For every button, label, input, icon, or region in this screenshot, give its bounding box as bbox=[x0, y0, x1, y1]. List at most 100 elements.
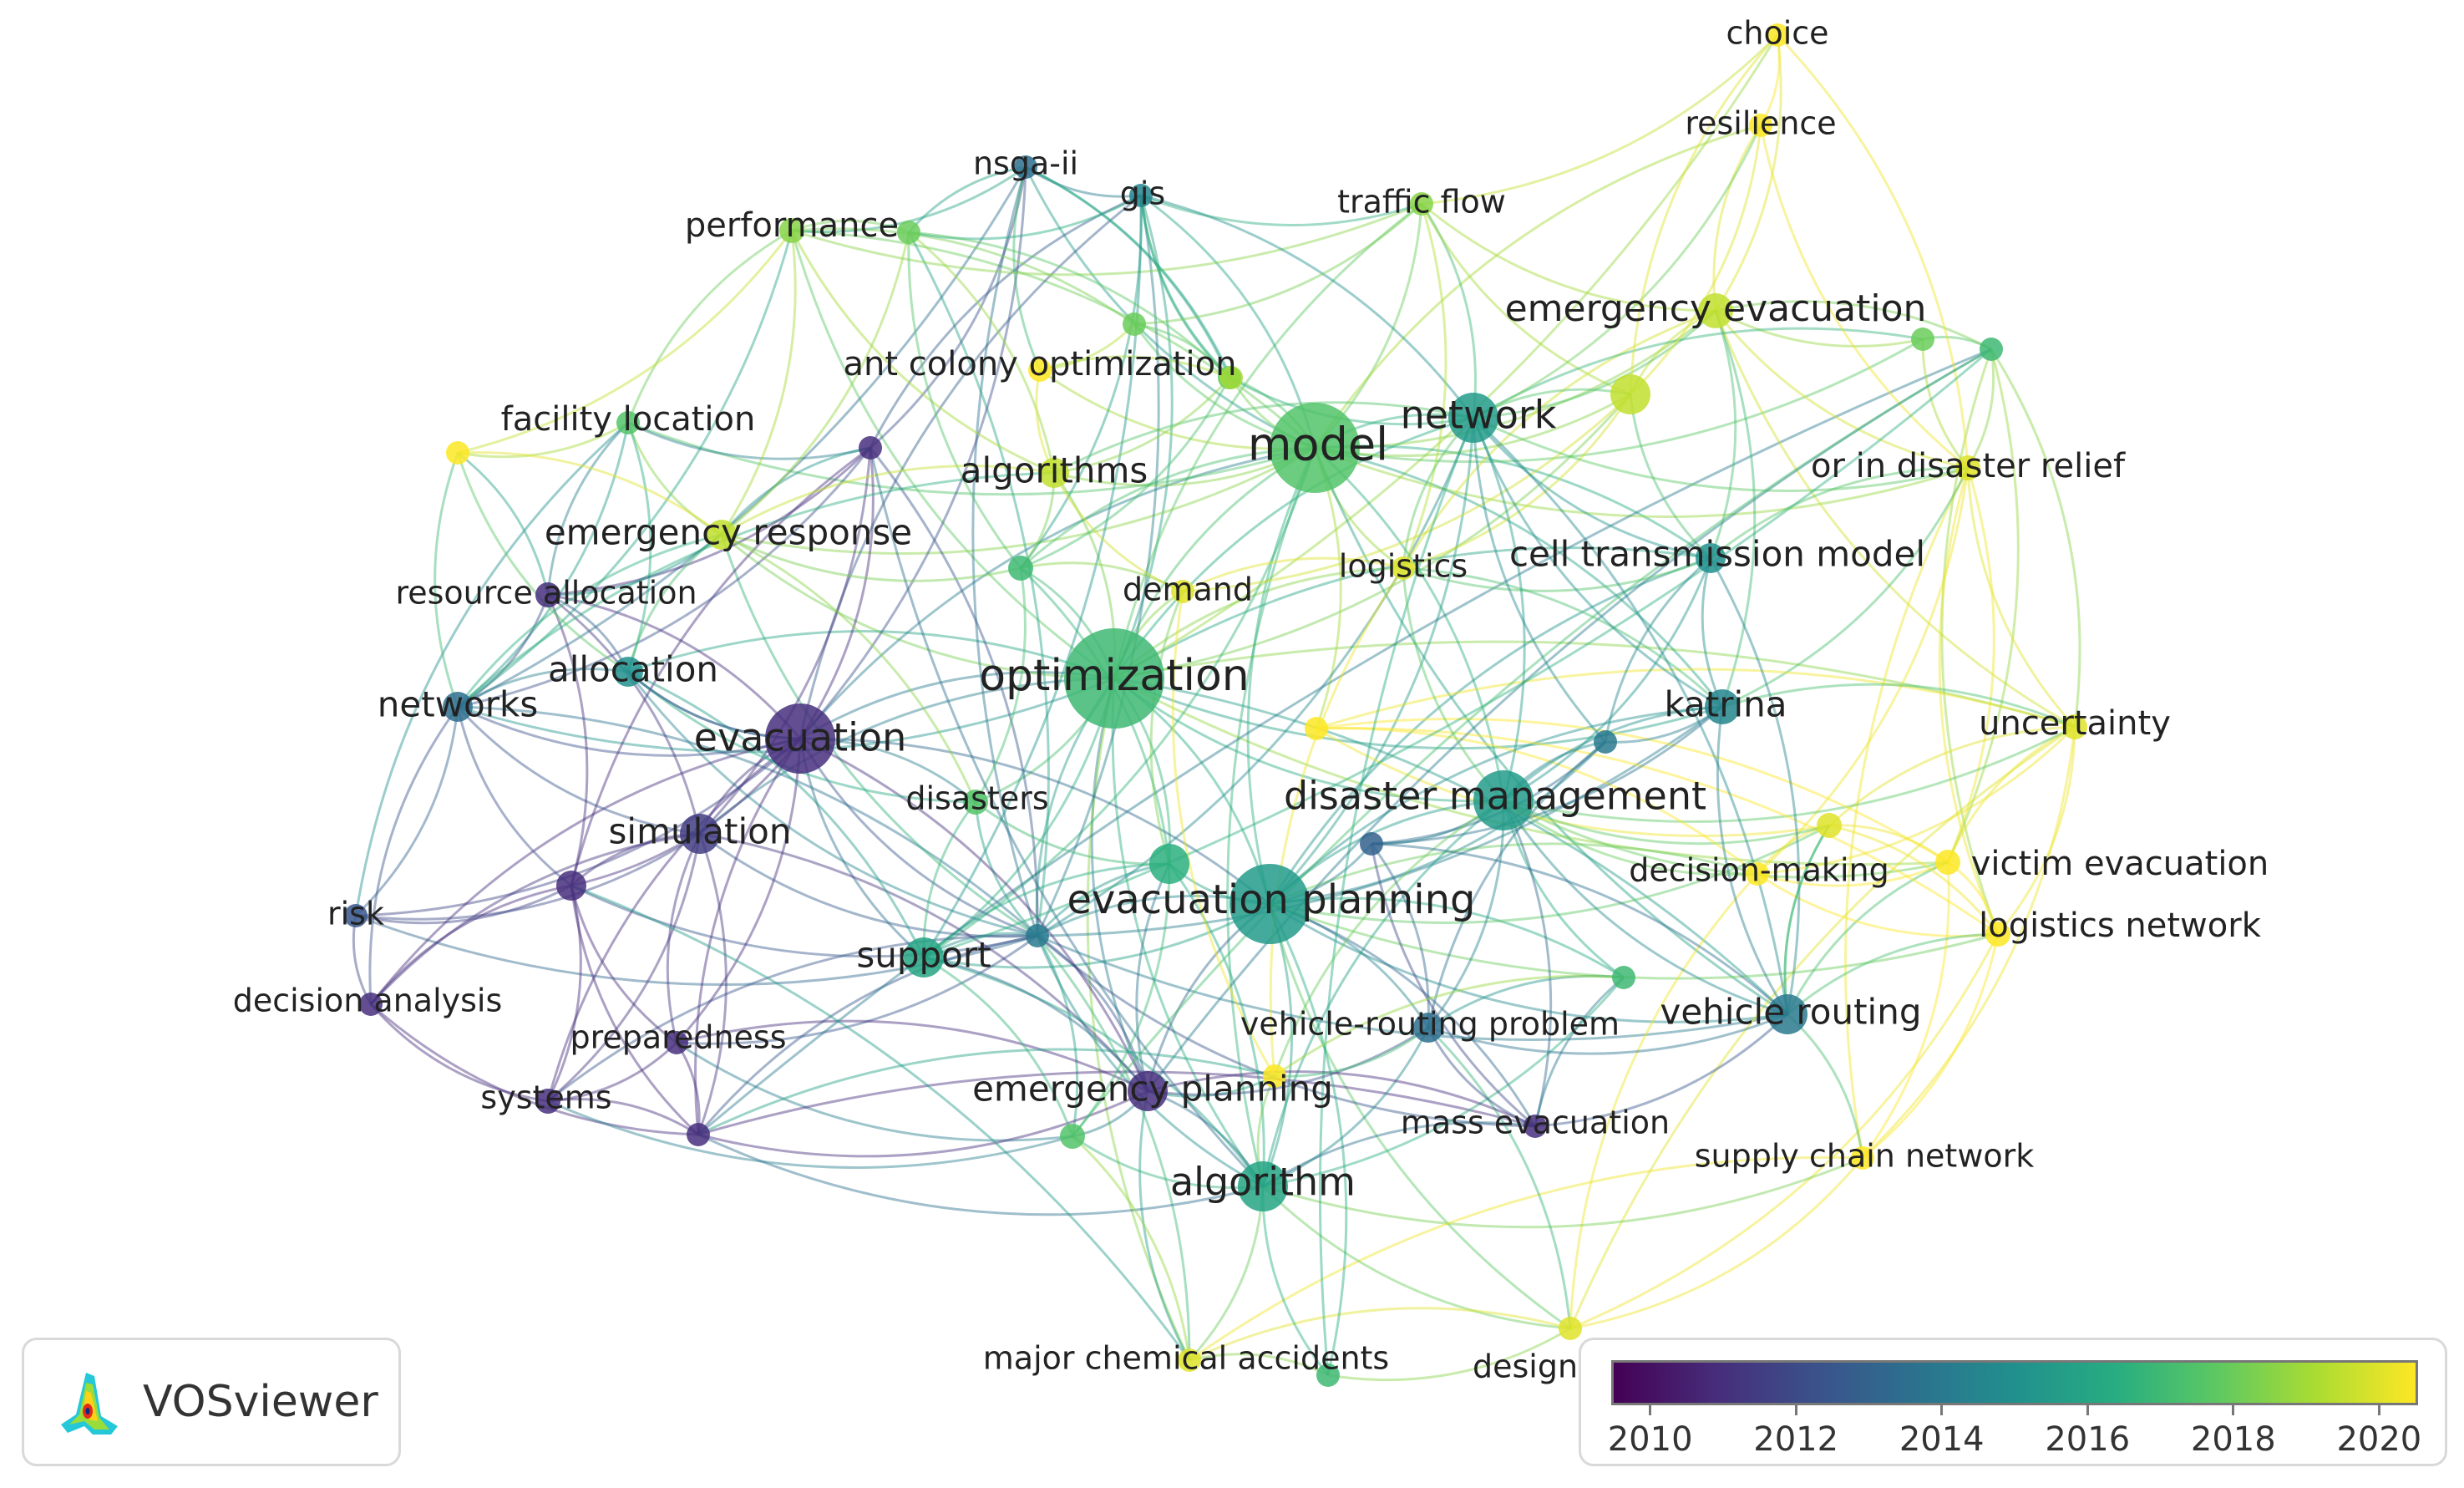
keyword-node-mass-evacuation[interactable] bbox=[1524, 1115, 1547, 1138]
keyword-node-systems[interactable] bbox=[535, 1089, 560, 1114]
co-occurrence-link bbox=[697, 348, 1992, 1136]
co-occurrence-link bbox=[457, 166, 1027, 708]
keyword-node-u12[interactable] bbox=[1360, 832, 1383, 856]
keyword-node-choice[interactable] bbox=[1766, 23, 1789, 47]
keyword-label-support: support bbox=[856, 935, 991, 976]
keyword-node-supply-chain-network[interactable] bbox=[1851, 1146, 1874, 1170]
co-occurrence-link bbox=[697, 1070, 1536, 1136]
co-occurrence-link bbox=[1269, 824, 1830, 924]
keyword-label-katrina: katrina bbox=[1664, 684, 1787, 725]
keyword-node-uncertainty[interactable] bbox=[2062, 714, 2087, 739]
keyword-node-emergency-planning[interactable] bbox=[1128, 1071, 1168, 1111]
keyword-node-disaster-management[interactable] bbox=[1473, 770, 1534, 830]
co-occurrence-link bbox=[697, 833, 728, 1135]
keyword-node-demand[interactable] bbox=[1171, 580, 1194, 603]
co-occurrence-link bbox=[1113, 640, 2076, 729]
keyword-node-u3[interactable] bbox=[897, 221, 920, 244]
co-occurrence-link bbox=[1090, 678, 1149, 1092]
keyword-node-performance[interactable] bbox=[779, 218, 804, 243]
keyword-label-evacuation-planning: evacuation planning bbox=[1067, 876, 1475, 923]
co-occurrence-link bbox=[1370, 843, 1430, 1028]
keyword-node-u6[interactable] bbox=[1610, 374, 1650, 414]
keyword-node-decision-analysis[interactable] bbox=[359, 993, 383, 1016]
keyword-node-vehicle-routing-problem[interactable] bbox=[1413, 1013, 1443, 1043]
keyword-node-risk[interactable] bbox=[344, 904, 368, 927]
keyword-node-resilience[interactable] bbox=[1749, 114, 1772, 137]
keyword-node-facility-location[interactable] bbox=[616, 411, 640, 434]
keyword-node-u1[interactable] bbox=[446, 441, 469, 465]
co-occurrence-link bbox=[354, 706, 459, 917]
co-occurrence-link bbox=[1783, 825, 1831, 1015]
co-occurrence-link bbox=[627, 421, 1316, 496]
keyword-node-model[interactable] bbox=[1270, 403, 1360, 493]
keyword-node-u11[interactable] bbox=[1149, 844, 1189, 884]
keyword-node-u16[interactable] bbox=[687, 1123, 710, 1146]
keyword-node-disasters[interactable] bbox=[963, 790, 988, 815]
keyword-node-victim-evacuation[interactable] bbox=[1935, 850, 1960, 875]
keyword-node-gis[interactable] bbox=[1129, 184, 1153, 207]
co-occurrence-link bbox=[1502, 800, 1553, 1127]
keyword-node-evacuation-planning[interactable] bbox=[1229, 864, 1310, 944]
keyword-node-evacuation[interactable] bbox=[765, 703, 835, 774]
keyword-node-u20[interactable] bbox=[1911, 328, 1934, 351]
keyword-node-major-chemical-accidents[interactable] bbox=[1178, 1348, 1201, 1372]
keyword-node-u21[interactable] bbox=[1980, 338, 2003, 361]
keyword-node-cell-transmission-model[interactable] bbox=[1696, 543, 1726, 573]
keyword-node-allocation[interactable] bbox=[613, 657, 643, 687]
keyword-node-u10[interactable] bbox=[1263, 1064, 1286, 1088]
keyword-node-logistics-network[interactable] bbox=[1985, 922, 2010, 947]
co-occurrence-link bbox=[1427, 1013, 1788, 1055]
keyword-node-u13[interactable] bbox=[556, 871, 586, 901]
co-occurrence-link bbox=[369, 1003, 549, 1103]
keyword-node-ant-colony-optimization[interactable] bbox=[1028, 358, 1052, 382]
keyword-node-u19[interactable] bbox=[1219, 366, 1243, 389]
keyword-node-u2[interactable] bbox=[859, 436, 882, 460]
keyword-node-u15[interactable] bbox=[1612, 966, 1635, 989]
keyword-node-u7[interactable] bbox=[1008, 556, 1033, 581]
keyword-node-logistics[interactable] bbox=[1392, 556, 1415, 580]
keyword-node-simulation[interactable] bbox=[680, 814, 720, 854]
keyword-node-u17[interactable] bbox=[1060, 1124, 1085, 1149]
keyword-node-nsga-ii[interactable] bbox=[1014, 155, 1037, 179]
co-occurrence-link bbox=[1472, 417, 1723, 708]
keyword-node-katrina[interactable] bbox=[1705, 689, 1740, 724]
keyword-node-u22[interactable] bbox=[1316, 1364, 1340, 1387]
keyword-node-traffic-flow[interactable] bbox=[1410, 192, 1433, 216]
keyword-node-support[interactable] bbox=[904, 937, 944, 978]
co-occurrence-link bbox=[1786, 861, 1949, 1015]
keyword-node-emergency-response[interactable] bbox=[707, 520, 737, 550]
co-occurrence-link bbox=[1189, 1353, 1329, 1377]
keyword-node-networks[interactable] bbox=[443, 692, 473, 722]
co-occurrence-link bbox=[1140, 194, 1422, 226]
co-occurrence-link bbox=[1189, 1155, 1863, 1362]
keyword-node-or-in-disaster-relief[interactable] bbox=[1955, 455, 1980, 480]
keyword-node-u9[interactable] bbox=[1026, 924, 1049, 947]
keyword-label-design: design bbox=[1473, 1348, 1578, 1385]
keyword-node-preparedness[interactable] bbox=[665, 1031, 688, 1054]
co-occurrence-link bbox=[1182, 393, 1632, 593]
co-occurrence-link bbox=[1020, 561, 1184, 593]
keyword-node-resource-allocation[interactable] bbox=[535, 582, 560, 607]
co-occurrence-link bbox=[1189, 1307, 1571, 1362]
keyword-node-vehicle-routing[interactable] bbox=[1767, 994, 1807, 1034]
keyword-node-optimization[interactable] bbox=[1064, 628, 1164, 729]
keyword-node-emergency-evacuation[interactable] bbox=[1698, 293, 1733, 328]
keyword-node-algorithms[interactable] bbox=[1039, 458, 1069, 488]
co-occurrence-link bbox=[1313, 446, 1505, 801]
co-occurrence-link bbox=[547, 593, 802, 739]
keyword-node-decision-making[interactable] bbox=[1746, 862, 1769, 886]
keyword-label-supply-chain-network: supply chain network bbox=[1695, 1138, 2035, 1175]
co-occurrence-link bbox=[1268, 417, 1475, 906]
keyword-node-u18[interactable] bbox=[1817, 813, 1842, 838]
keyword-node-network[interactable] bbox=[1448, 393, 1498, 443]
keyword-node-algorithm[interactable] bbox=[1238, 1161, 1288, 1211]
keyword-node-u8[interactable] bbox=[1305, 717, 1328, 740]
co-occurrence-link bbox=[791, 229, 1316, 449]
keyword-node-design[interactable] bbox=[1559, 1317, 1582, 1340]
keyword-node-u14[interactable] bbox=[1594, 730, 1617, 754]
co-occurrence-link bbox=[1316, 727, 1758, 876]
co-occurrence-link bbox=[697, 934, 1038, 1135]
keyword-node-u4[interactable] bbox=[1123, 312, 1146, 336]
co-occurrence-link bbox=[457, 422, 630, 708]
co-occurrence-link bbox=[699, 677, 1115, 835]
